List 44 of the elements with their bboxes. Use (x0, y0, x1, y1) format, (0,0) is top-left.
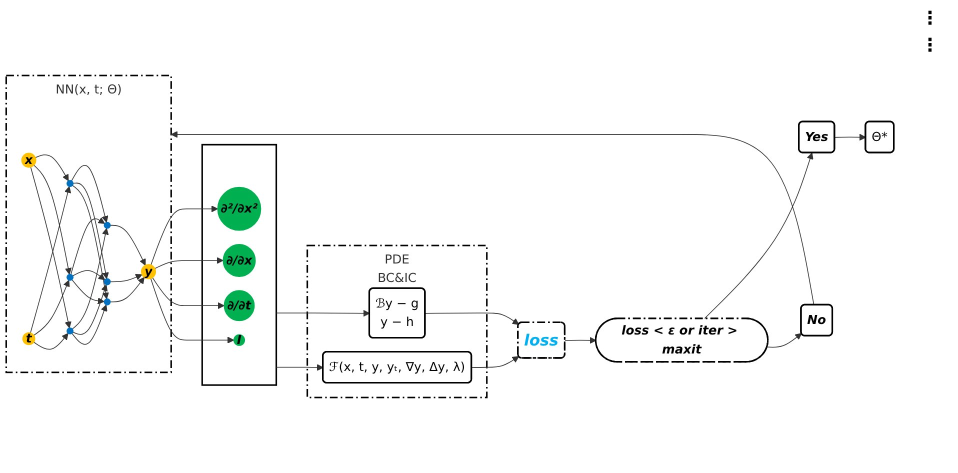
arrow (170, 131, 814, 306)
arrow (150, 278, 234, 344)
arrow (72, 228, 109, 330)
node-circle: ∂/∂t (224, 290, 255, 322)
arrow (152, 277, 224, 310)
arrow (72, 304, 108, 345)
arrow (154, 257, 224, 269)
arrow (471, 356, 520, 368)
node-circle (66, 180, 74, 187)
node-circle (66, 274, 74, 281)
node-circle (66, 327, 74, 334)
cluster (201, 144, 278, 386)
arrow (72, 284, 108, 335)
node-circle: y (140, 264, 156, 280)
arrow (72, 270, 106, 280)
arrow (766, 333, 802, 348)
arrow (70, 217, 105, 275)
arrow (834, 134, 866, 141)
arrow (276, 364, 324, 371)
ellipsis-label: ⋮ (921, 35, 939, 56)
arrow (33, 280, 70, 336)
node-circle: I (233, 334, 246, 346)
node-circle (104, 222, 111, 229)
node-circle: ∂/∂x (222, 244, 256, 277)
arrow (34, 164, 72, 275)
arrow (564, 336, 596, 344)
arrow (110, 274, 142, 282)
arrow (150, 205, 218, 266)
arrow (33, 333, 68, 350)
node-circle (104, 298, 111, 306)
arrow (276, 310, 370, 317)
arrow (424, 312, 520, 325)
node-circle: ∂²/∂x² (217, 186, 262, 231)
arrow (110, 277, 145, 302)
arrow (72, 182, 109, 280)
arrow (110, 224, 146, 266)
node-circle: t (22, 332, 36, 346)
arrow (71, 164, 108, 223)
node-circle (104, 278, 111, 286)
ellipsis-label: ⋮ (921, 8, 939, 29)
arrow (35, 154, 69, 182)
arrow (704, 152, 814, 320)
arrow (72, 279, 104, 304)
arrow (72, 185, 109, 300)
